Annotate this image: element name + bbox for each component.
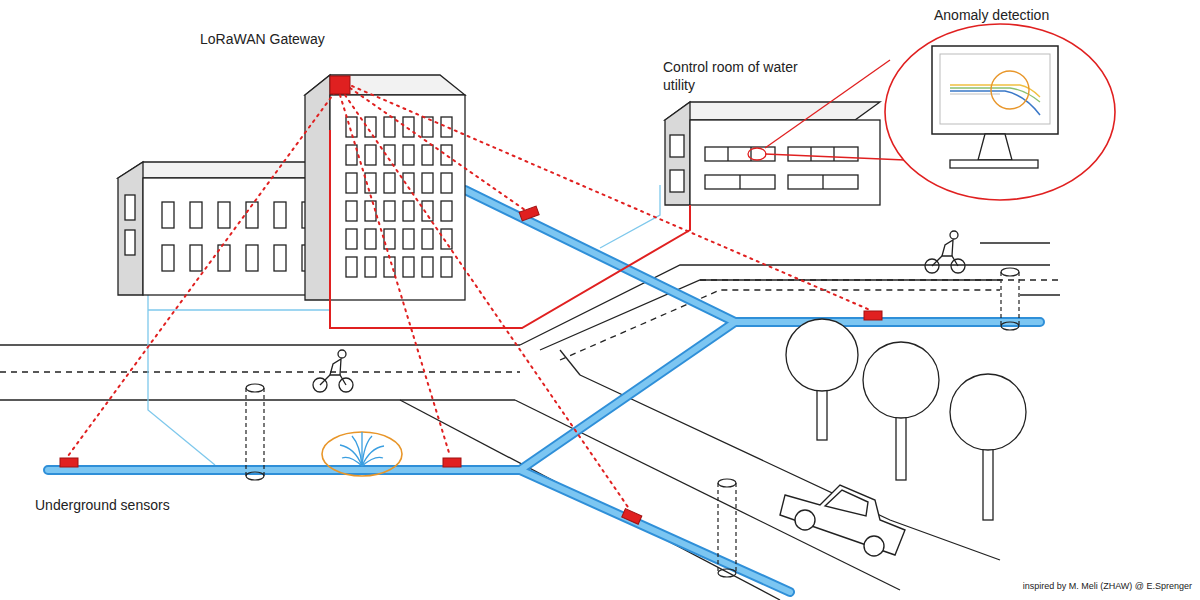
anomaly-label: Anomaly detection xyxy=(934,6,1049,24)
credit-note: inspired by M. Meli (ZHAW) @ E.Sprenger xyxy=(1021,581,1194,592)
gateway-label: LoRaWAN Gateway xyxy=(200,30,325,48)
trees xyxy=(786,319,1026,520)
control-room-label: Control room of water utility xyxy=(663,58,813,94)
lorawan-gateway xyxy=(330,76,350,94)
underground-sensors xyxy=(60,206,882,524)
office-building xyxy=(118,162,330,295)
water-pipes xyxy=(48,190,1040,592)
sensors-label: Underground sensors xyxy=(35,496,170,514)
car xyxy=(780,485,905,556)
manholes xyxy=(246,268,1019,577)
control-room-building xyxy=(665,102,880,205)
wired-link xyxy=(330,130,690,328)
leak-mark xyxy=(322,432,402,476)
anomaly-callout xyxy=(748,24,1115,200)
radio-links xyxy=(68,86,870,510)
road-lines xyxy=(0,243,1060,600)
